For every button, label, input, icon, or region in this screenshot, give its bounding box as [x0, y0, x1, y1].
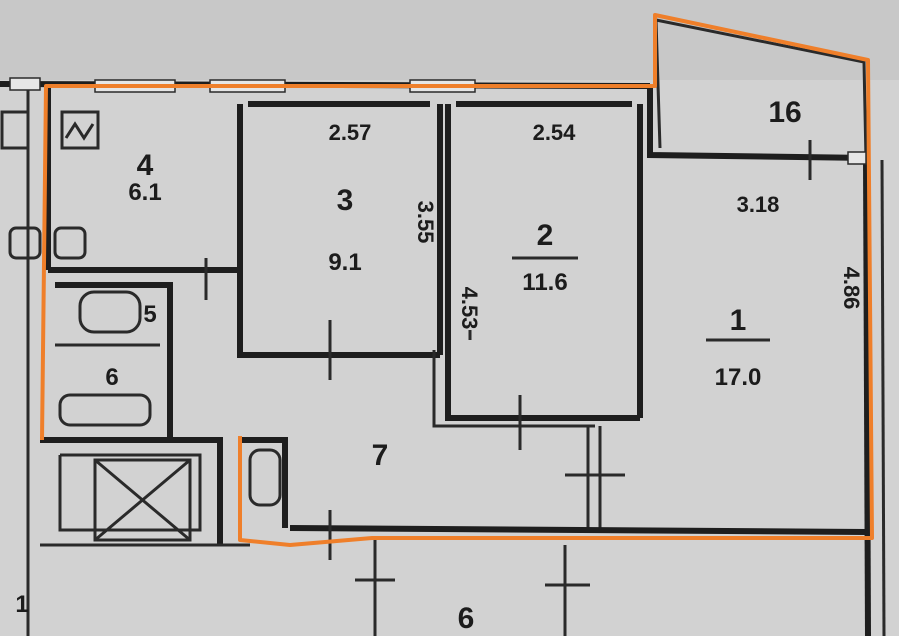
room-labels: 4 6.1 3 9.1 2 11.6 1 17.0 16 7 5 6 6 1	[15, 96, 801, 635]
fixtures	[0, 110, 282, 507]
room-1-number: 1	[730, 304, 747, 337]
room-6b-number: 6	[458, 602, 475, 635]
room-4-number: 4	[137, 149, 154, 182]
room-5-number: 5	[143, 301, 156, 328]
room-1-area: 17.0	[715, 364, 762, 391]
room-3-width-dim: 2.57	[329, 120, 372, 145]
room-4-area: 6.1	[128, 179, 161, 206]
sink-icon	[8, 226, 42, 260]
room-7-number: 7	[372, 439, 389, 472]
room-3-length-dim: 3.55	[413, 201, 438, 244]
room-1b-number: 1	[15, 591, 28, 618]
room-2-number: 2	[537, 219, 554, 252]
room-2-width-dim: 2.54	[533, 120, 577, 145]
room-3-number: 3	[337, 184, 354, 217]
toilet-icon	[78, 290, 142, 334]
room-2-area: 11.6	[522, 269, 567, 296]
dimensions: 2.57 2.54 3.18 3.55 4.53 4.86	[329, 120, 864, 329]
stove-icon	[60, 110, 100, 150]
bathtub-icon	[58, 393, 152, 427]
room-2-length-dim: 4.53	[457, 287, 482, 330]
room-3-area: 9.1	[328, 249, 361, 276]
room-6-number: 6	[105, 364, 118, 391]
door-marks	[204, 140, 812, 587]
room-1-width-dim: 3.18	[737, 192, 780, 217]
walls	[0, 18, 886, 636]
room-1-length-dim: 4.86	[839, 267, 864, 310]
room-16-number: 16	[768, 96, 801, 129]
apartment-outline	[40, 13, 874, 547]
